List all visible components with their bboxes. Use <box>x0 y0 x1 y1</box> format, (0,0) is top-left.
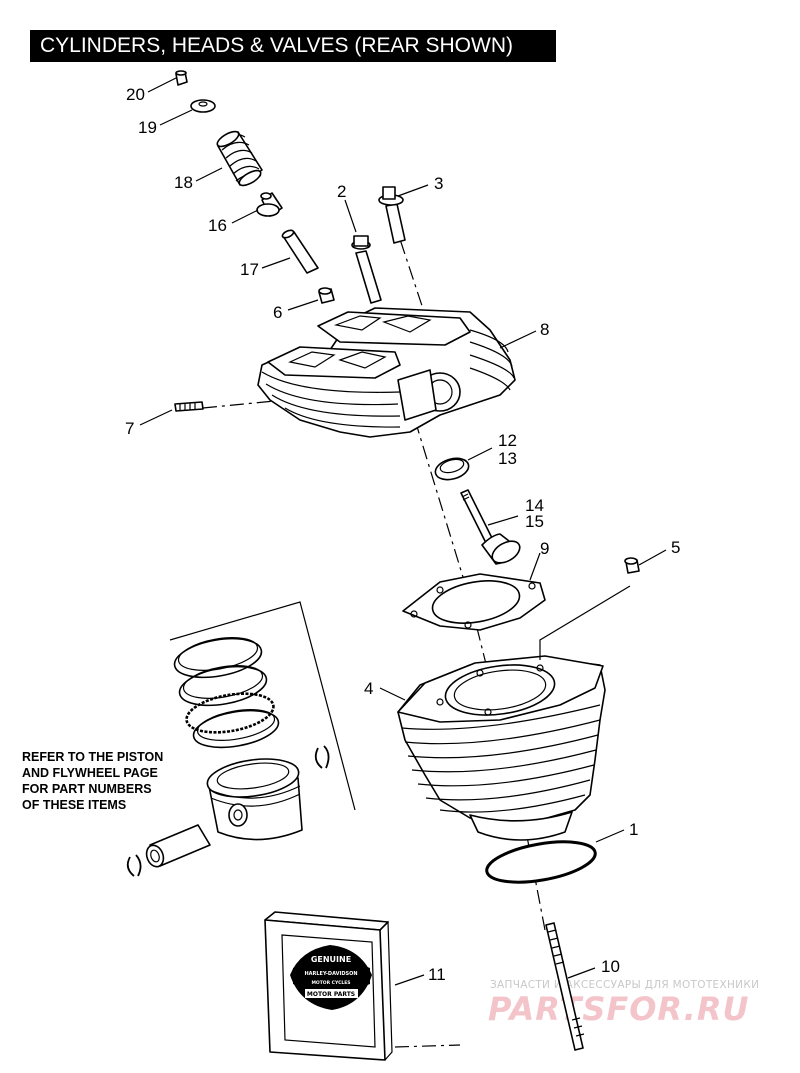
watermark-tagline: ЗАПЧАСТИ И АКСЕССУАРЫ ДЛЯ МОТОТЕХНИКИ <box>490 979 759 991</box>
part-head-bolt-short <box>351 235 382 304</box>
callout-6: 6 <box>273 303 282 322</box>
callout-20: 20 <box>126 85 145 104</box>
logo-brand: HARLEY-DAVIDSON <box>304 971 357 977</box>
part-cylinder <box>397 655 606 841</box>
part-gasket-kit: GENUINE HARLEY-DAVIDSON MOTOR CYCLES MOT… <box>264 911 393 1061</box>
part-valve <box>460 489 521 565</box>
leader-9 <box>529 552 541 581</box>
part-pin <box>174 401 204 412</box>
callout-12: 12 <box>498 431 517 450</box>
leader-1 <box>595 829 625 843</box>
leader-19 <box>159 109 193 126</box>
part-head-gasket <box>402 573 546 631</box>
leader-17 <box>261 257 291 269</box>
leader-2 <box>344 199 357 233</box>
part-valve-seal <box>256 192 283 217</box>
diagram-title: CYLINDERS, HEADS & VALVES (REAR SHOWN) <box>30 30 556 62</box>
logo-wing-left <box>293 962 310 990</box>
note-line-1: REFER TO THE PISTON <box>22 750 164 764</box>
callout-14: 14 <box>525 496 544 515</box>
leader-5 <box>638 549 667 566</box>
leader-20 <box>147 77 177 93</box>
part-cylinder-head <box>257 307 516 438</box>
logo-motor-parts: MOTOR PARTS <box>307 991 355 998</box>
part-piston-rings <box>173 637 280 749</box>
part-piston <box>206 758 303 841</box>
leader-16 <box>231 209 259 224</box>
callout-9: 9 <box>540 539 549 558</box>
callout-8: 8 <box>540 320 549 339</box>
leader-7 <box>139 409 173 426</box>
callout-2: 2 <box>337 182 346 201</box>
part-clip-left <box>126 854 142 877</box>
callout-1: 1 <box>629 820 638 839</box>
callout-13: 13 <box>498 449 517 468</box>
logo-wing-right <box>354 962 370 990</box>
logo-band <box>305 989 358 998</box>
leader-5-cylinder <box>539 585 631 660</box>
callout-4: 4 <box>364 679 373 698</box>
logo-center: MOTOR CYCLES <box>311 980 350 986</box>
reference-note: REFER TO THE PISTON AND FLYWHEEL PAGE FO… <box>22 749 212 813</box>
part-dowel-top <box>318 287 335 304</box>
callout-7: 7 <box>125 419 134 438</box>
leader-12-13 <box>467 447 493 461</box>
part-piston-pin <box>145 824 211 868</box>
callout-19: 19 <box>138 118 157 137</box>
axis-dowel <box>202 399 286 409</box>
callout-10: 10 <box>601 957 620 976</box>
callout-3: 3 <box>434 174 443 193</box>
bracket-piston-group <box>169 601 356 811</box>
leader-8 <box>499 330 537 349</box>
callout-5: 5 <box>671 538 680 557</box>
leader-10 <box>567 967 596 979</box>
callout-16: 16 <box>208 216 227 235</box>
callout-18: 18 <box>174 173 193 192</box>
leader-14-15 <box>487 515 519 526</box>
note-line-3: FOR PART NUMBERS <box>22 782 152 796</box>
part-spring-collar <box>190 99 216 113</box>
callout-15: 15 <box>525 512 544 531</box>
axis-bottom <box>394 1044 461 1048</box>
leader-6 <box>287 299 319 311</box>
leader-11 <box>394 974 425 986</box>
part-keeper <box>175 70 188 86</box>
note-line-4: OF THESE ITEMS <box>22 798 127 812</box>
note-line-2: AND FLYWHEEL PAGE <box>22 766 158 780</box>
part-head-bolt-long <box>378 186 406 244</box>
logo-genuine: GENUINE <box>311 955 351 964</box>
part-valve-seat <box>434 457 470 481</box>
callout-11: 11 <box>428 965 446 984</box>
part-valve-spring <box>216 130 263 187</box>
part-dowel-cylinder <box>624 557 640 574</box>
part-stud <box>545 922 585 1051</box>
leader-3 <box>397 184 429 197</box>
watermark-site: PARTSFOR.RU <box>488 990 749 1028</box>
callout-17: 17 <box>240 260 259 279</box>
part-clip-right <box>314 745 330 769</box>
part-o-ring <box>485 840 597 884</box>
leader-18 <box>195 167 223 182</box>
leader-4 <box>379 687 406 701</box>
part-valve-guide <box>281 229 319 274</box>
